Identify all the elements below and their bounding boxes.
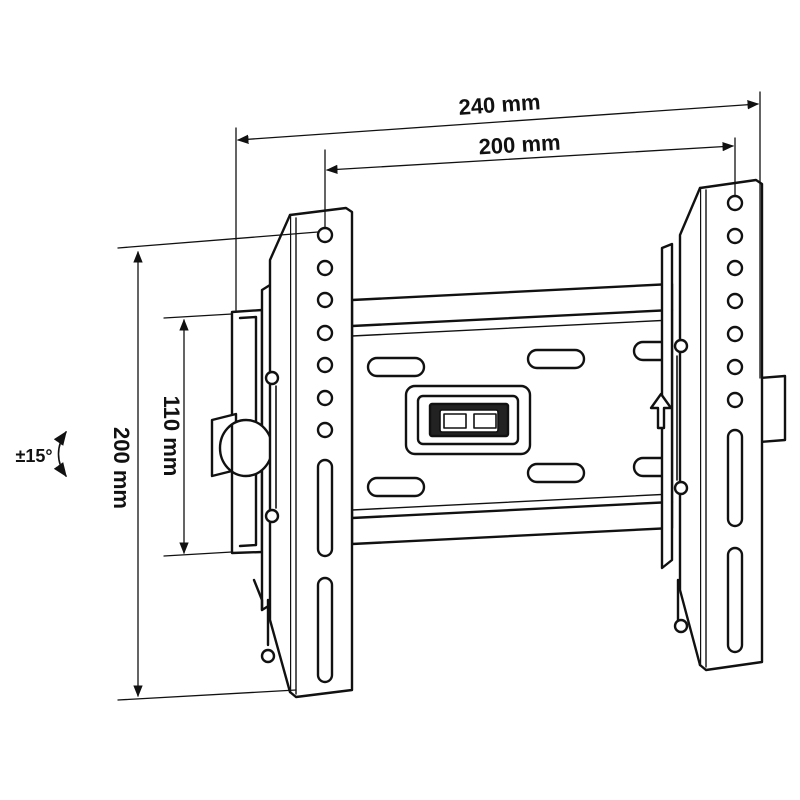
width-total-label: 240 mm (458, 89, 541, 120)
height-holes-label: 110 mm (159, 396, 184, 477)
height-total-label: 200 mm (109, 427, 134, 509)
plate-slot (366, 356, 426, 378)
cross-plate (350, 282, 674, 546)
plate-slot (366, 476, 426, 498)
right-vertical-arm (673, 178, 764, 672)
tilt-label: ±15° (15, 446, 52, 466)
up-arrow-icon (649, 392, 673, 430)
tilt-knob (210, 412, 274, 478)
dimension-lines (117, 91, 761, 701)
width-holes-label: 200 mm (478, 130, 561, 160)
left-vertical-arm (264, 206, 354, 699)
plate-slot (526, 462, 586, 484)
plate-slot (526, 348, 586, 370)
curved-arrow-icon (53, 430, 67, 478)
center-lock (404, 384, 532, 456)
